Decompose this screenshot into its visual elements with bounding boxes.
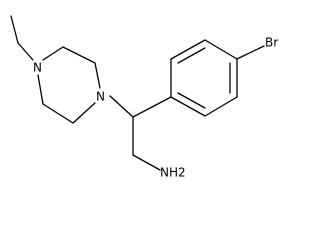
bond-benzene-2 (170, 39, 206, 60)
chemical-structure-drawing: N N Br NH2 (10, 15, 278, 180)
bond-ring-5 (42, 103, 74, 124)
bond-ring-6 (37, 74, 44, 105)
bond-ch-phenyl (132, 96, 172, 118)
bond-ring-3 (94, 62, 101, 89)
bond-benzene-double-1 (177, 47, 206, 64)
bond-ethyl-ch2 (17, 42, 34, 61)
bond-ring-4 (72, 102, 96, 124)
bond-c-br (236, 45, 265, 60)
atom-label-bromine: Br (265, 36, 278, 50)
bond-ethyl-ch3 (10, 15, 19, 44)
bond-benzene-double-3 (177, 92, 206, 109)
atom-label-n-top: N (33, 61, 42, 75)
bond-benzene-5 (204, 96, 238, 117)
bond-ch2-nh2 (132, 154, 161, 171)
atom-label-n-bottom: N (96, 90, 105, 104)
atom-label-amine: NH2 (160, 166, 186, 180)
bond-benzene-6 (170, 96, 206, 117)
bond-ring-1 (42, 46, 64, 61)
bond-ring-2 (62, 46, 96, 64)
bond-n-ch (109, 95, 134, 118)
bond-benzene-3 (204, 39, 238, 60)
